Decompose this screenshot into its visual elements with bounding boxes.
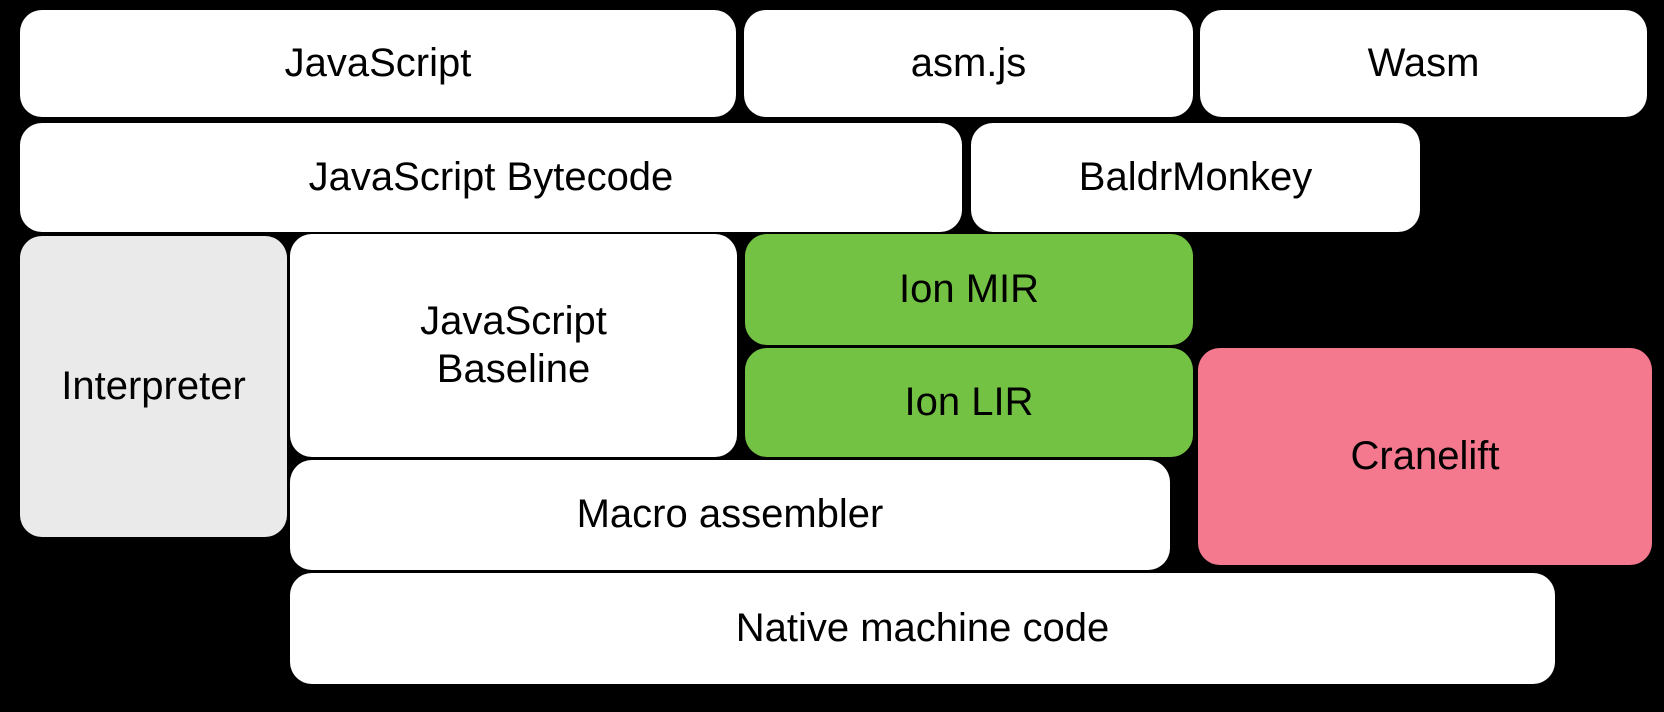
node-baldrmonkey: BaldrMonkey xyxy=(971,123,1420,232)
node-javascript: JavaScript xyxy=(20,10,736,117)
node-asm-js: asm.js xyxy=(744,10,1193,117)
node-macro-assembler: Macro assembler xyxy=(290,460,1170,570)
node-ion-lir: Ion LIR xyxy=(745,348,1193,457)
node-ion-mir: Ion MIR xyxy=(745,234,1193,345)
node-interpreter: Interpreter xyxy=(20,236,287,537)
node-javascript-baseline: JavaScript Baseline xyxy=(290,234,737,457)
node-wasm: Wasm xyxy=(1200,10,1647,117)
node-javascript-bytecode: JavaScript Bytecode xyxy=(20,123,962,232)
node-cranelift: Cranelift xyxy=(1198,348,1652,565)
node-native-machine-code: Native machine code xyxy=(290,573,1555,684)
